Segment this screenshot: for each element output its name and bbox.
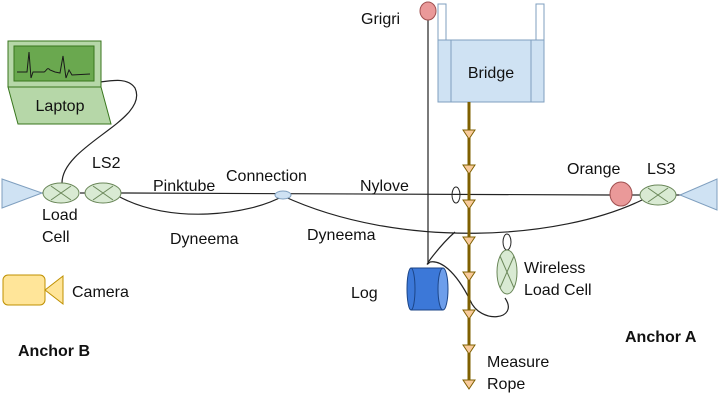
ls2: LS2 bbox=[84, 155, 122, 204]
anchor-a: Anchor A bbox=[625, 178, 718, 346]
log: Log bbox=[351, 267, 449, 311]
nylove-label: Nylove bbox=[360, 178, 409, 195]
dyneema-left-label: Dyneema bbox=[170, 231, 239, 248]
anchor-a-label: Anchor A bbox=[625, 329, 697, 346]
log-label: Log bbox=[351, 285, 378, 302]
dyneema-right-line bbox=[282, 195, 643, 234]
laptop-keyboard bbox=[7, 86, 112, 125]
orange-icon bbox=[609, 181, 633, 207]
dyneema-right-label: Dyneema bbox=[307, 227, 376, 244]
laptop: Laptop bbox=[7, 40, 112, 125]
wireless-load-cell: Wireless Load Cell bbox=[496, 249, 592, 299]
orange-label: Orange bbox=[567, 161, 620, 178]
load-cell-label-2: Cell bbox=[42, 229, 70, 246]
camera-label: Camera bbox=[72, 284, 129, 301]
laptop-screen bbox=[13, 45, 95, 82]
laptop-label: Laptop bbox=[36, 98, 85, 115]
grigri-icon bbox=[419, 1, 437, 21]
bridge-label: Bridge bbox=[468, 65, 514, 82]
pinktube-nylove-line bbox=[119, 192, 611, 196]
bridge: Bridge bbox=[437, 3, 545, 103]
grigri: Grigri bbox=[361, 1, 437, 262]
connection-label: Connection bbox=[226, 168, 307, 185]
measure-rope-label-1: Measure bbox=[487, 354, 549, 371]
grigri-label: Grigri bbox=[361, 11, 400, 28]
laptop-waveform bbox=[17, 51, 91, 79]
measure-rope-label-2: Rope bbox=[487, 376, 525, 393]
camera: Camera bbox=[2, 274, 129, 306]
ls2-label: LS2 bbox=[92, 155, 121, 172]
load-cell: Load Cell bbox=[42, 182, 80, 246]
bridge-right-post bbox=[535, 3, 545, 43]
orange: Orange bbox=[567, 161, 633, 207]
anchor-b: Anchor B bbox=[1, 178, 90, 360]
bridge-left-post bbox=[437, 3, 447, 43]
anchor-a-icon bbox=[678, 178, 718, 211]
log-icon bbox=[437, 267, 449, 311]
dyneema-left-line bbox=[117, 195, 284, 215]
main-lines bbox=[42, 79, 690, 318]
anchor-b-icon bbox=[1, 178, 44, 209]
ls3: LS3 bbox=[639, 161, 677, 206]
wireless-load-cell-label-2: Load Cell bbox=[524, 282, 592, 299]
load-cell-label-1: Load bbox=[42, 207, 78, 224]
connection: Connection bbox=[226, 168, 307, 200]
pinktube-label: Pinktube bbox=[153, 178, 215, 195]
ls3-label: LS3 bbox=[647, 161, 676, 178]
connection-icon bbox=[274, 190, 292, 200]
measure-rope: Measure Rope bbox=[462, 102, 549, 393]
bridge-box bbox=[437, 39, 545, 103]
camera-icon bbox=[2, 274, 46, 306]
wireless-load-cell-label-1: Wireless bbox=[524, 260, 585, 277]
laptop-cable bbox=[61, 79, 138, 184]
measure-ticks bbox=[462, 129, 476, 390]
anchor-b-label: Anchor B bbox=[18, 343, 90, 360]
